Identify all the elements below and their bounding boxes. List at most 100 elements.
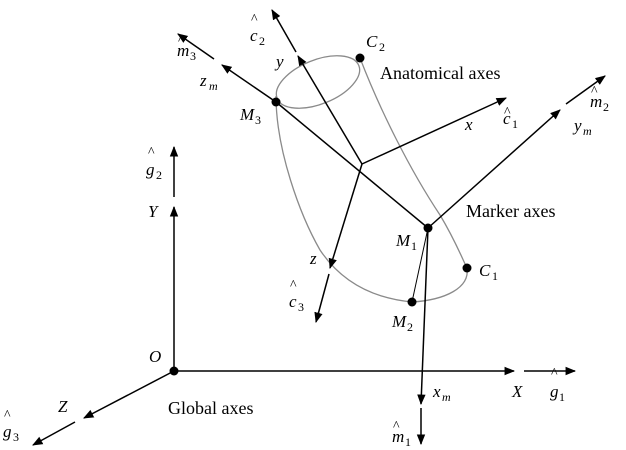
marker-line-m3-m1 <box>275 101 429 229</box>
svg-text:1: 1 <box>559 390 565 404</box>
anatomical-axes <box>271 9 507 324</box>
svg-text:c: c <box>289 292 297 311</box>
svg-text:^: ^ <box>504 105 511 120</box>
svg-text:^: ^ <box>393 419 400 434</box>
marker-ym-axis <box>427 109 561 229</box>
unit-vector-c2 <box>271 9 297 53</box>
svg-text:m: m <box>177 41 189 60</box>
svg-text:3: 3 <box>298 300 304 314</box>
svg-text:3: 3 <box>255 113 261 127</box>
unit-vector-m2 <box>565 75 606 105</box>
marker-triangle <box>275 101 429 303</box>
svg-text:M: M <box>395 231 411 250</box>
marker-ym-label: y m <box>572 116 592 138</box>
marker-line-m1-m2 <box>411 227 429 303</box>
anatomical-x-label: x <box>464 115 473 134</box>
marker-axes-caption: Marker axes <box>466 201 555 221</box>
svg-text:^: ^ <box>591 84 598 99</box>
svg-text:C: C <box>479 261 491 280</box>
point-c2 <box>355 53 365 63</box>
origin-label: O <box>149 347 161 366</box>
anatomical-z-axis <box>328 163 363 270</box>
global-z-axis <box>83 370 175 419</box>
point-m2 <box>407 297 417 307</box>
svg-text:m: m <box>590 92 602 111</box>
svg-text:M: M <box>239 105 255 124</box>
svg-text:3: 3 <box>190 49 196 63</box>
svg-text:M: M <box>391 312 407 331</box>
anatomical-x-axis <box>361 97 507 165</box>
svg-text:^: ^ <box>290 278 297 293</box>
svg-text:2: 2 <box>407 320 413 334</box>
unit-label-m2: ^ m 2 <box>590 84 609 114</box>
point-label-c1: C 1 <box>479 261 498 283</box>
svg-text:2: 2 <box>603 100 609 114</box>
svg-text:g: g <box>146 160 155 179</box>
global-axes-caption: Global axes <box>168 398 253 418</box>
points <box>271 53 472 307</box>
cylinder-right-edge <box>359 57 468 269</box>
unit-label-c3: ^ c 3 <box>289 278 304 314</box>
bone-cylinder <box>275 55 468 303</box>
svg-text:z: z <box>199 71 207 90</box>
svg-text:^: ^ <box>4 408 11 423</box>
marker-zm-label: z m <box>199 71 218 93</box>
svg-text:1: 1 <box>411 239 417 253</box>
svg-text:^: ^ <box>251 12 258 27</box>
anatomical-y-axis <box>297 55 363 165</box>
svg-text:m: m <box>442 390 451 404</box>
global-origin-point <box>169 366 179 376</box>
svg-text:3: 3 <box>13 430 19 444</box>
unit-vector-m3 <box>177 33 215 60</box>
cylinder-bottom-arc <box>411 267 468 303</box>
unit-vector-c3 <box>314 273 330 324</box>
anatomical-y-label: y <box>274 52 284 71</box>
unit-vector-g3 <box>32 421 76 446</box>
svg-text:^: ^ <box>551 366 558 381</box>
point-label-m3: M 3 <box>239 105 261 127</box>
global-axes <box>32 145 577 446</box>
point-m3 <box>271 97 281 107</box>
anatomical-axes-caption: Anatomical axes <box>380 63 500 83</box>
global-z-label: Z <box>58 397 68 416</box>
point-m1 <box>423 223 433 233</box>
unit-label-g3: ^ g 3 <box>3 408 19 444</box>
svg-text:1: 1 <box>492 269 498 283</box>
svg-text:2: 2 <box>379 40 385 54</box>
svg-text:1: 1 <box>512 117 518 131</box>
svg-text:^: ^ <box>148 145 155 160</box>
svg-text:x: x <box>432 382 441 401</box>
marker-zm-axis <box>221 64 277 103</box>
point-label-c2: C 2 <box>366 32 385 54</box>
svg-text:m: m <box>392 427 404 446</box>
svg-text:m: m <box>209 79 218 93</box>
unit-label-g1: ^ g 1 <box>550 366 565 404</box>
point-c1 <box>462 263 472 273</box>
svg-text:y: y <box>572 116 582 135</box>
svg-text:c: c <box>250 26 258 45</box>
unit-label-c2: ^ c 2 <box>250 12 265 48</box>
svg-text:1: 1 <box>405 435 411 449</box>
svg-text:2: 2 <box>156 168 162 182</box>
point-label-m2: M 2 <box>391 312 413 334</box>
svg-text:C: C <box>366 32 378 51</box>
svg-text:^: ^ <box>178 33 185 48</box>
unit-label-c1: ^ c 1 <box>503 105 518 131</box>
global-x-label: X <box>511 382 523 401</box>
point-label-m1: M 1 <box>395 231 417 253</box>
marker-xm-label: x m <box>432 382 451 404</box>
anatomical-z-label: z <box>309 249 317 268</box>
unit-label-m1: ^ m 1 <box>392 419 411 449</box>
svg-text:2: 2 <box>259 34 265 48</box>
unit-label-m3: ^ m 3 <box>177 33 196 63</box>
marker-xm-axis <box>417 227 429 406</box>
unit-label-g2: ^ g 2 <box>146 145 162 182</box>
global-y-label: Y <box>148 202 159 221</box>
svg-text:g: g <box>550 382 559 401</box>
cylinder-left-edge <box>275 95 413 303</box>
marker-axes <box>177 33 606 446</box>
svg-text:g: g <box>3 422 12 441</box>
svg-text:m: m <box>583 124 592 138</box>
svg-text:c: c <box>503 109 511 128</box>
